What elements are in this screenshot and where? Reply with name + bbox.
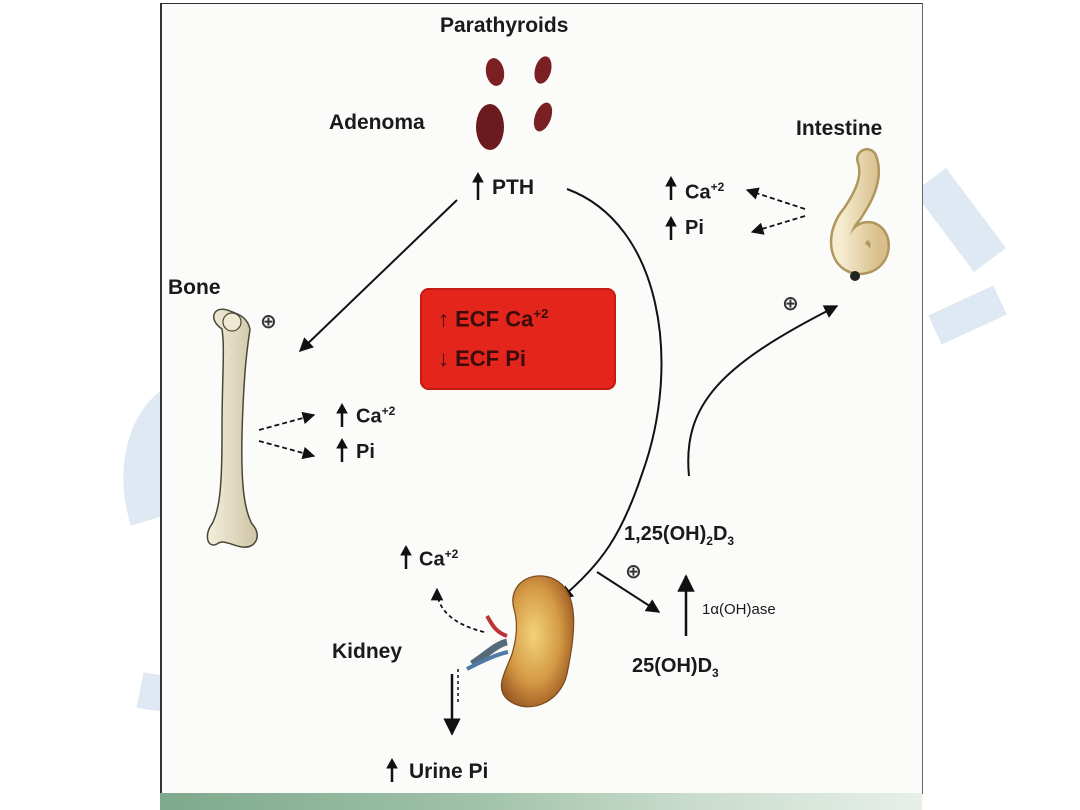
bone-illustration: [206, 308, 258, 548]
diagram-graphics: [206, 56, 890, 782]
arrow-kidney-ca: [430, 587, 485, 633]
ecf-summary-box: ↑ ECF Ca+2 ↓ ECF Pi: [420, 288, 616, 390]
label-adenoma: Adenoma: [329, 111, 425, 134]
ecf-pi-line: ↓ ECF Pi: [438, 346, 527, 371]
label-intestine: Intestine: [796, 117, 883, 140]
arrow-intestine-pi: [750, 215, 806, 235]
arrow-bone-pi: [258, 440, 316, 460]
up-arrows: [336, 171, 677, 782]
label-urine-pi: Urine Pi: [409, 760, 489, 783]
parathyroid-glands: [476, 56, 553, 150]
bone-ca-label: Ca+2: [356, 404, 396, 428]
plus-sign-bone: ⊕: [260, 311, 277, 333]
ecf-ca-line: ↑ ECF Ca+2: [438, 306, 549, 332]
diagram-panel: Parathyroids Adenoma PTH Intestine Bone …: [160, 3, 923, 794]
label-bone: Bone: [168, 276, 221, 299]
label-calcidiol: 25(OH)D3: [632, 655, 719, 680]
arrow-d3-to-intestine: [687, 305, 839, 477]
arrow-kidney-to-d3: [596, 571, 661, 613]
kidney-ca-label: Ca+2: [419, 547, 459, 571]
label-parathyroids: Parathyroids: [440, 14, 569, 37]
plus-sign-kidney: ⊕: [625, 561, 642, 583]
intestine-pi-label: Pi: [685, 217, 704, 239]
arrow-bone-ca: [258, 411, 316, 431]
arrow-pth-to-bone: [298, 199, 458, 352]
arrow-intestine-ca: [745, 187, 806, 210]
intestine-illustration: [829, 148, 890, 281]
arrow-pth-to-kidney: [558, 188, 663, 600]
footer-band: [160, 793, 922, 810]
down-arrow-icon: ↓: [438, 346, 449, 371]
label-pth: PTH: [492, 176, 534, 199]
label-1alpha-hydroxylase: 1α(OH)ase: [702, 601, 776, 618]
label-kidney: Kidney: [332, 640, 403, 663]
kidney-illustration: [466, 575, 575, 708]
bone-pi-label: Pi: [356, 441, 375, 463]
intestine-ca-label: Ca+2: [685, 180, 725, 204]
up-arrow-icon: ↑: [438, 306, 449, 332]
plus-sign-intestine: ⊕: [782, 293, 799, 315]
label-calcitriol: 1,25(OH)2D3: [624, 523, 735, 548]
